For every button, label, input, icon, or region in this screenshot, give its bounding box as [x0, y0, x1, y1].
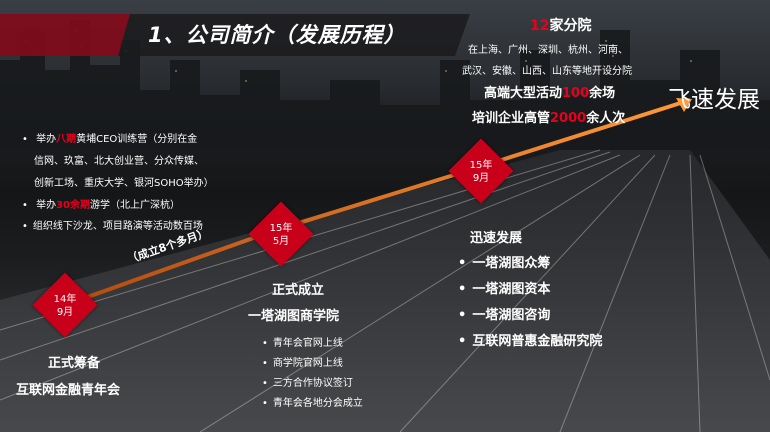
growth-item: 一塔湖图咨询	[458, 304, 550, 323]
road-surface	[0, 150, 770, 432]
academy-item: 三方合作协议签订	[262, 374, 353, 389]
growth-item: 一塔湖图资本	[458, 278, 550, 297]
bullet-ceo-camp-cont-1: 信网、玖富、北大创业营、分众传媒、	[34, 156, 204, 167]
branches-count: 12家分院	[530, 18, 592, 34]
bullet-salons: 组织线下沙龙、项目路演等活动数百场	[22, 217, 203, 232]
milestone-2-line1: 正式成立	[272, 283, 325, 298]
cities-line-1: 在上海、广州、深圳、杭州、河南、	[468, 45, 628, 56]
training-stat: 培训企业高管2000余人次	[472, 111, 626, 126]
bullet-ceo-camp: 举办八期黄埔CEO训练营（分别在金	[22, 130, 197, 145]
academy-item: 商学院官网上线	[262, 354, 343, 369]
academy-item: 青年会官网上线	[262, 334, 343, 349]
academy-item: 青年会各地分会成立	[262, 394, 363, 409]
light-trails	[0, 149, 770, 432]
growth-item: 一塔湖图众筹	[458, 252, 550, 271]
milestone-3-line1: 迅速发展	[470, 231, 523, 246]
milestone-1-line1: 正式筹备	[48, 356, 101, 371]
bullet-study-tours: 举办30余期游学（北上广深杭）	[22, 196, 180, 211]
growth-arrow	[64, 98, 691, 307]
cities-line-2: 武汉、安徽、山西、山东等地开设分院	[462, 66, 632, 77]
headline-fast-growth: 飞速发展	[668, 87, 760, 113]
growth-item: 互联网普惠金融研究院	[458, 330, 602, 349]
milestone-2-line2: 一塔湖图商学院	[248, 309, 340, 324]
bullet-ceo-camp-cont-2: 创新工场、重庆大学、银河SOHO举办）	[34, 178, 214, 189]
milestone-1-line2: 互联网金融青年会	[16, 383, 121, 398]
events-stat: 高端大型活动100余场	[484, 86, 616, 101]
city-skyline	[0, 20, 770, 150]
page-title: 1、公司简介（发展历程）	[148, 23, 406, 47]
arrow-head	[676, 98, 692, 112]
